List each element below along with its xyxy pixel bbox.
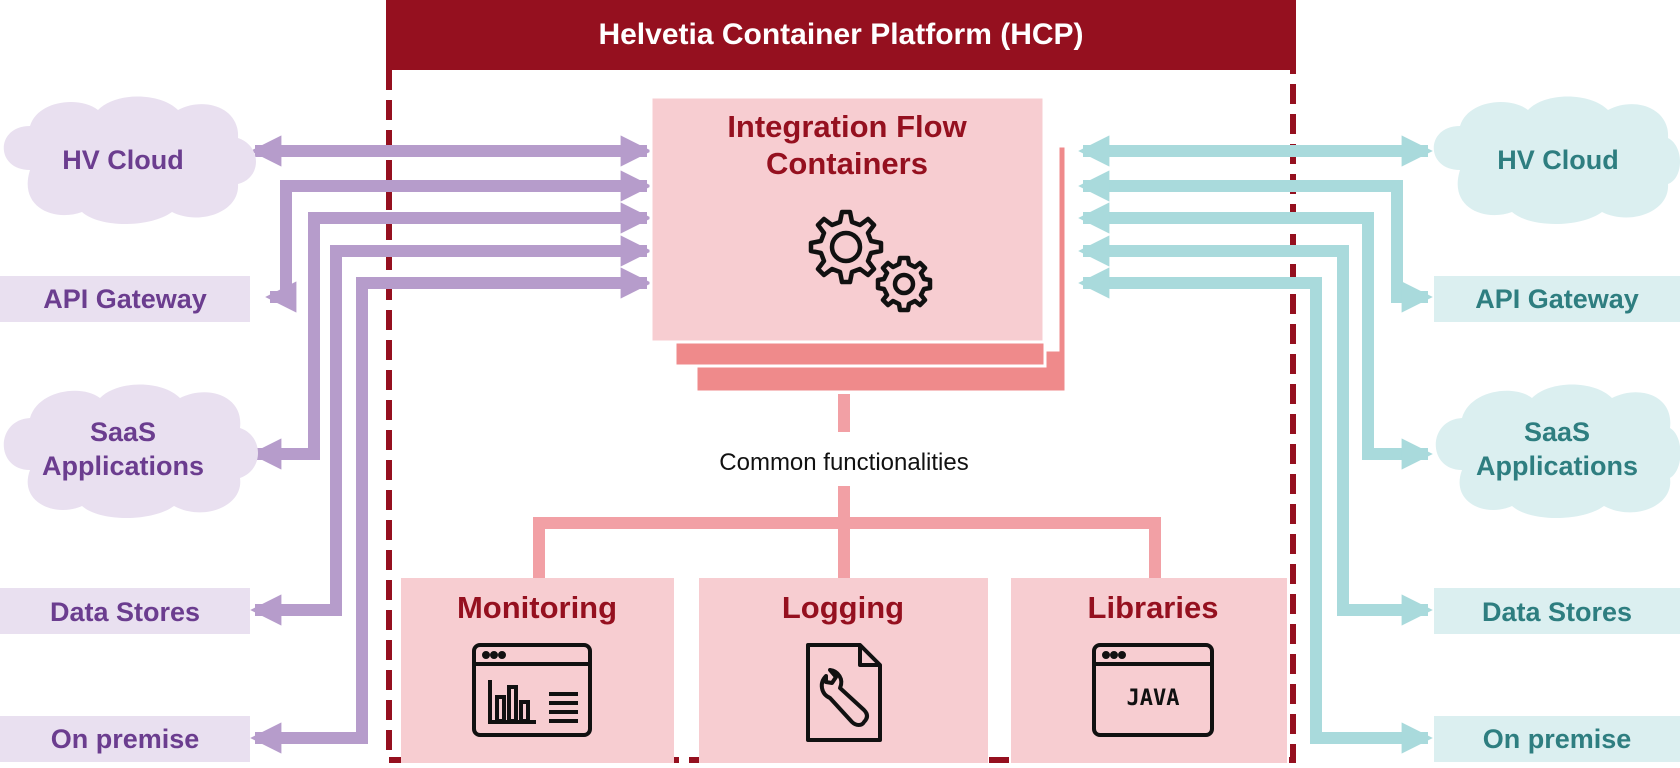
target-box [1434,716,1680,762]
integration-flow-container [649,95,1046,344]
function-box [401,578,674,763]
function-box [699,578,988,763]
function-box [1011,578,1287,763]
left-target-on-premise: On premise [0,716,250,762]
function-label: Logging [782,590,904,625]
cloud-shape [3,384,258,518]
right-target-saas: SaaS Applications [1435,384,1680,518]
left-target-label: API Gateway [43,284,207,314]
right-target-label: On premise [1483,724,1632,754]
right-target-on-premise: On premise [1434,716,1680,762]
target-box [0,276,250,322]
left-target-label: Data Stores [50,597,200,627]
left-target-api-gateway: API Gateway [0,276,250,322]
left-target-label: SaaS [90,417,156,447]
function-label: Monitoring [457,590,617,625]
right-target-label: Data Stores [1482,597,1632,627]
target-box [1434,588,1680,634]
common-functionalities-label: Common functionalities [719,449,968,476]
right-target-label: API Gateway [1475,284,1639,314]
right-arrow-on-premise [1078,267,1433,754]
left-targets: HV Cloud API Gateway SaaS Applications D… [0,96,258,762]
java-icon-text: JAVA [1127,686,1180,711]
platform-header-bar [386,0,1296,70]
integration-flow-stack: Integration Flow Containers [649,95,1068,394]
right-arrow-data-stores [1078,235,1433,626]
function-monitoring: Monitoring [401,578,674,763]
java-window-icon [1092,643,1214,737]
left-target-data-stores: Data Stores [0,588,250,634]
platform-title: Helvetia Container Platform (HCP) [598,18,1083,51]
left-target-label: On premise [51,724,200,754]
gears-icon [808,209,933,313]
right-target-hv-cloud: HV Cloud [1433,96,1680,224]
integration-title-line1: Integration Flow [727,109,967,144]
left-connections [250,135,652,754]
left-target-saas: SaaS Applications [3,384,258,518]
target-box [0,716,250,762]
dashboard-window-icon [472,643,592,737]
wrench-document-icon [806,643,882,742]
right-target-label: HV Cloud [1497,145,1619,175]
left-target-label: HV Cloud [62,145,184,175]
left-target-hv-cloud: HV Cloud [3,96,256,224]
integration-title-line2: Containers [766,146,928,181]
right-target-label-line2: Applications [1476,451,1638,481]
target-box [1434,276,1680,322]
left-target-label-line2: Applications [42,451,204,481]
left-arrow-on-premise [250,267,652,754]
function-libraries: Libraries JAVA [1011,578,1287,763]
function-logging: Logging [699,578,988,763]
target-box [0,588,250,634]
right-connections [1078,135,1433,754]
cloud-shape [3,96,256,224]
function-label: Libraries [1088,590,1219,625]
cloud-shape [1435,384,1680,518]
right-target-label: SaaS [1524,417,1590,447]
right-targets: HV Cloud API Gateway SaaS Applications D… [1433,96,1680,762]
cloud-shape [1433,96,1680,224]
connector-branch-bar [533,517,1161,578]
common-functionalities-connector [533,394,1161,578]
right-target-api-gateway: API Gateway [1434,276,1680,322]
right-target-data-stores: Data Stores [1434,588,1680,634]
